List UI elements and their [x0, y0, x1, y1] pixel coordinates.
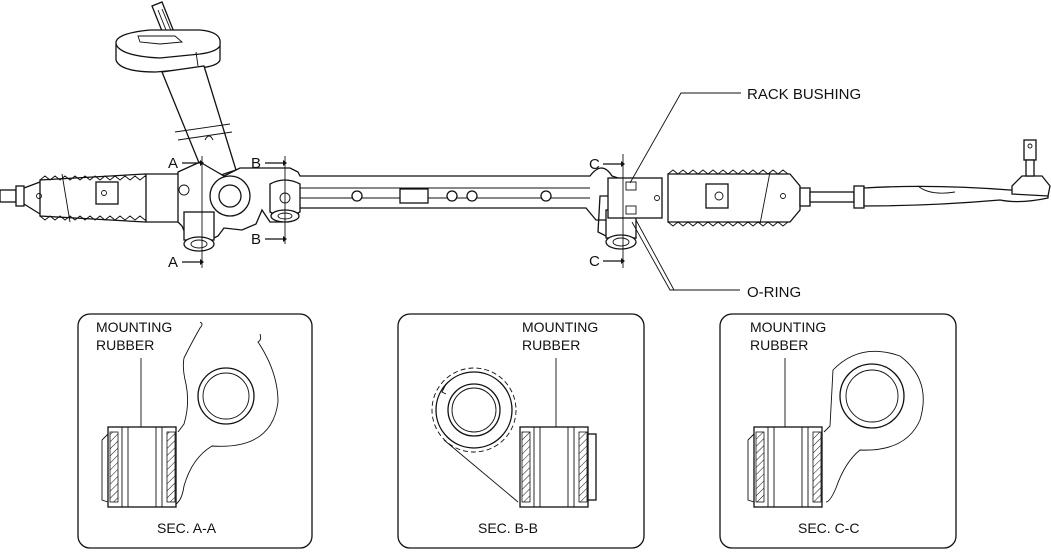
section-marker-b-top: B: [251, 155, 261, 172]
left-tie-rod: [0, 181, 41, 215]
section-b-label-line1: MOUNTING: [522, 319, 598, 335]
section-marker-a-bottom: A: [168, 254, 178, 271]
o-ring-label: O-RING: [747, 284, 801, 301]
section-b-panel: MOUNTING RUBBER SEC. B-B: [397, 313, 645, 549]
section-line-c: C C: [589, 154, 625, 270]
section-c-panel: MOUNTING RUBBER SEC. C-C: [719, 313, 957, 549]
right-boot: [607, 169, 801, 227]
section-a-panel: MOUNTING RUBBER SEC. A-A: [77, 313, 313, 549]
section-c-caption: SEC. C-C: [798, 520, 859, 536]
right-tie-rod: [799, 139, 1051, 209]
rack-bushing-label: RACK BUSHING: [747, 86, 861, 103]
section-a-label-line1: MOUNTING: [96, 319, 172, 335]
section-marker-c-top: C: [589, 156, 600, 173]
section-line-b: B B: [251, 155, 287, 248]
left-boot: [36, 173, 187, 223]
section-marker-c-bottom: C: [589, 253, 600, 270]
callout-o-ring: O-RING: [631, 219, 801, 301]
gear-housing: [177, 161, 637, 252]
pinion-housing: [115, 1, 237, 181]
section-marker-b-bottom: B: [251, 231, 261, 248]
section-line-a: A A: [168, 155, 204, 271]
section-b-caption: SEC. B-B: [478, 520, 538, 536]
section-b-label-line2: RUBBER: [522, 337, 580, 353]
section-c-label-line1: MOUNTING: [750, 319, 826, 335]
section-a-caption: SEC. A-A: [157, 520, 217, 536]
steering-gear-assembly: [0, 1, 1051, 252]
section-marker-a-top: A: [168, 155, 178, 172]
callout-rack-bushing: RACK BUSHING: [629, 86, 861, 184]
section-a-label-line2: RUBBER: [96, 337, 154, 353]
section-c-label-line2: RUBBER: [750, 337, 808, 353]
